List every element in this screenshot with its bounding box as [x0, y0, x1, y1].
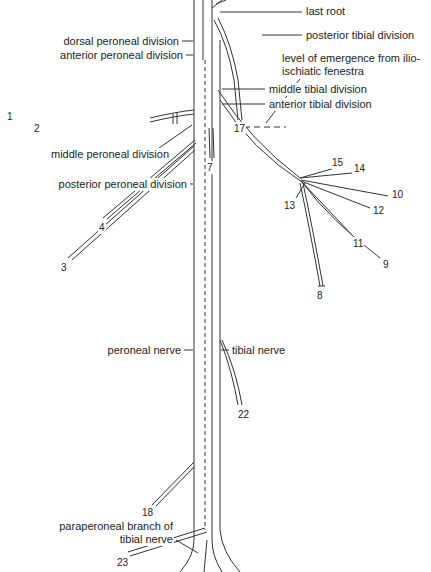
callout-number: 10	[391, 188, 404, 201]
callout-number: 3	[60, 261, 68, 274]
part-label: dorsal peroneal division	[62, 35, 180, 48]
part-label: level of emergence from ilio-ischiatic f…	[281, 52, 428, 78]
callout-number: 15	[331, 156, 344, 169]
callout-number: 7	[206, 161, 214, 174]
part-label: middle peroneal division	[50, 148, 170, 161]
part-label: peroneal nerve	[107, 344, 182, 357]
callout-number: 12	[372, 204, 385, 217]
part-label: anterior peroneal division	[59, 49, 184, 62]
callout-number: 9	[382, 258, 390, 271]
part-label: tibial nerve	[231, 344, 286, 357]
callout-number: 11	[352, 237, 364, 250]
part-label: posterior tibial division	[305, 29, 415, 42]
callout-number: 18	[141, 506, 154, 519]
callout-number: 2	[33, 122, 41, 135]
part-label: paraperoneal branch of tibial nerve	[40, 520, 174, 546]
part-label: posterior peroneal division	[58, 178, 188, 191]
callout-number: 22	[237, 408, 250, 421]
part-label: last root	[305, 5, 346, 18]
callout-number: 8	[316, 289, 324, 302]
callout-number: 1	[6, 110, 14, 123]
callout-number: 14	[353, 162, 366, 175]
callout-number: 17	[233, 122, 246, 135]
callout-number: 13	[283, 199, 296, 212]
part-label: middle tibial division	[268, 83, 368, 96]
part-label: anterior tibial division	[268, 98, 373, 111]
callout-number: 23	[116, 556, 129, 569]
callout-number: 4	[98, 221, 106, 234]
